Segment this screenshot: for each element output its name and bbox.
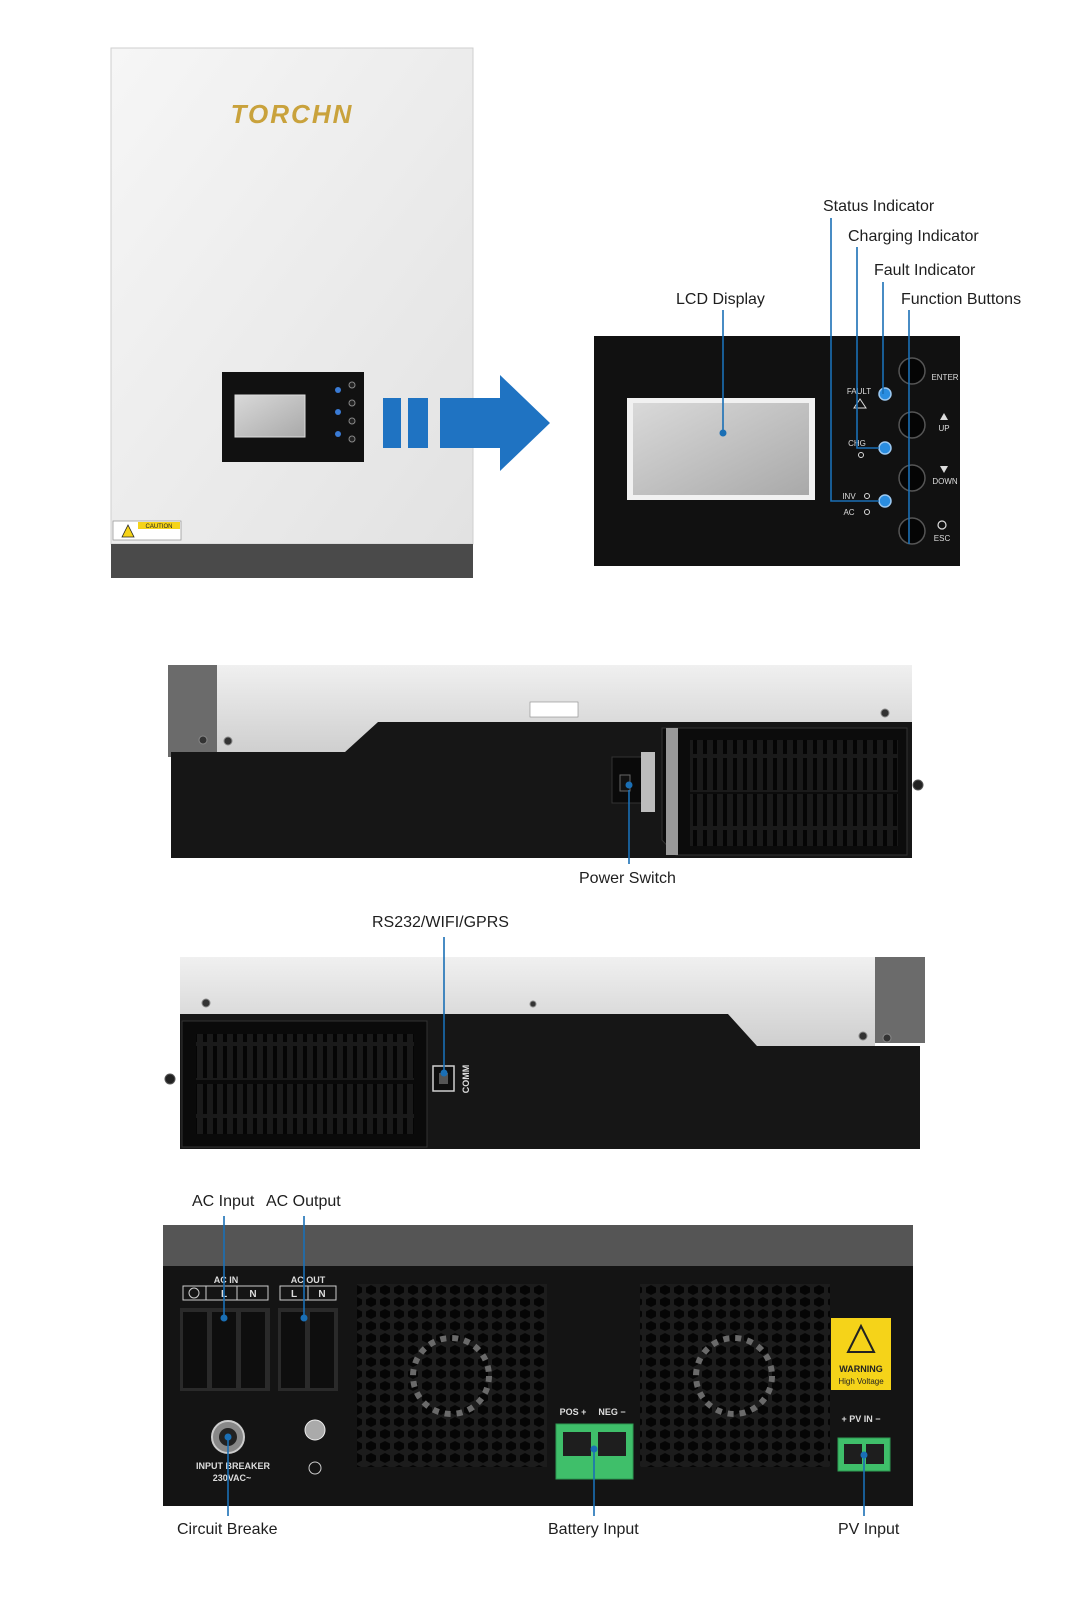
brand-logo: TORCHN [231, 99, 354, 129]
lcd-display-label: LCD Display [676, 291, 765, 308]
pv-input-label: PV Input [838, 1521, 900, 1538]
ac-out-label: AC OUT [291, 1275, 326, 1285]
ac-input-label: AC Input [192, 1193, 255, 1210]
down-arrow-icon [940, 466, 948, 473]
status-led [878, 494, 892, 508]
esc-button[interactable] [898, 517, 926, 545]
battery-input-label: Battery Input [548, 1521, 639, 1538]
fault-led [878, 387, 892, 401]
inv-legend: INV [842, 492, 856, 501]
ac-out-l-label: L [291, 1289, 297, 1300]
ac-output-label: AC Output [266, 1193, 341, 1210]
esc-return-icon [937, 520, 947, 530]
control-panel-detail: FAULT CHG INV AC ENTER UP DOWN ESC [594, 336, 960, 566]
warning-subtitle: High Voltage [838, 1377, 884, 1386]
charging-indicator-label: Charging Indicator [848, 228, 979, 245]
caution-triangle-icon [121, 524, 135, 538]
warning-sticker [831, 1318, 891, 1390]
ac-legend: AC [843, 508, 854, 517]
status-indicator-label: Status Indicator [823, 198, 935, 215]
zoom-arrow-icon [383, 375, 550, 471]
inverter-front: TORCHN CAUTION [110, 47, 474, 578]
down-legend: DOWN [932, 477, 958, 486]
ground-icon [308, 1461, 322, 1475]
warning-title: WARNING [839, 1364, 883, 1374]
breaker-rating: 230VAC~ [213, 1473, 252, 1483]
up-legend: UP [938, 424, 949, 433]
ground-icon [188, 1287, 200, 1299]
up-arrow-icon [940, 413, 948, 420]
ground-screw [304, 1419, 326, 1441]
neg-label: NEG − [598, 1407, 625, 1417]
down-button[interactable] [898, 464, 926, 492]
inverter-side-left [168, 665, 924, 858]
pos-label: POS + [560, 1407, 587, 1417]
callout-comm [440, 937, 448, 1077]
circuit-breaker-label: Circuit Breake [177, 1521, 278, 1538]
high-voltage-icon [846, 1323, 876, 1353]
up-button[interactable] [898, 411, 926, 439]
sun-icon [864, 509, 870, 515]
inverter-side-right: COMM [164, 957, 925, 1149]
sun-icon [858, 452, 864, 458]
breaker-label: INPUT BREAKER [196, 1461, 271, 1471]
comm-port-label: RS232/WIFI/GPRS [372, 914, 509, 931]
caution-label: CAUTION [146, 524, 173, 530]
enter-button[interactable] [898, 357, 926, 385]
fault-legend: FAULT [847, 387, 871, 396]
esc-legend: ESC [934, 534, 951, 543]
ac-in-label: AC IN [214, 1275, 239, 1285]
fault-indicator-label: Fault Indicator [874, 262, 976, 279]
sun-icon [864, 493, 870, 499]
pv-in-label: + PV IN − [841, 1414, 880, 1424]
lcd-callout-dot [719, 429, 727, 437]
enter-legend: ENTER [931, 373, 958, 382]
inverter-bottom: AC IN AC OUT L N L N INPUT BREAKER 230VA… [163, 1225, 913, 1506]
callout-lines-top [722, 218, 910, 544]
ac-out-n-label: N [318, 1289, 325, 1300]
callout-dots-bottom [220, 1314, 868, 1459]
power-switch-label: Power Switch [579, 870, 676, 887]
callout-lines-bottom [223, 1216, 865, 1516]
function-buttons-label: Function Buttons [901, 291, 1022, 308]
ac-in-n-label: N [249, 1289, 256, 1300]
comm-label: COMM [461, 1065, 471, 1094]
charging-led [878, 441, 892, 455]
callout-power-switch [625, 781, 633, 864]
